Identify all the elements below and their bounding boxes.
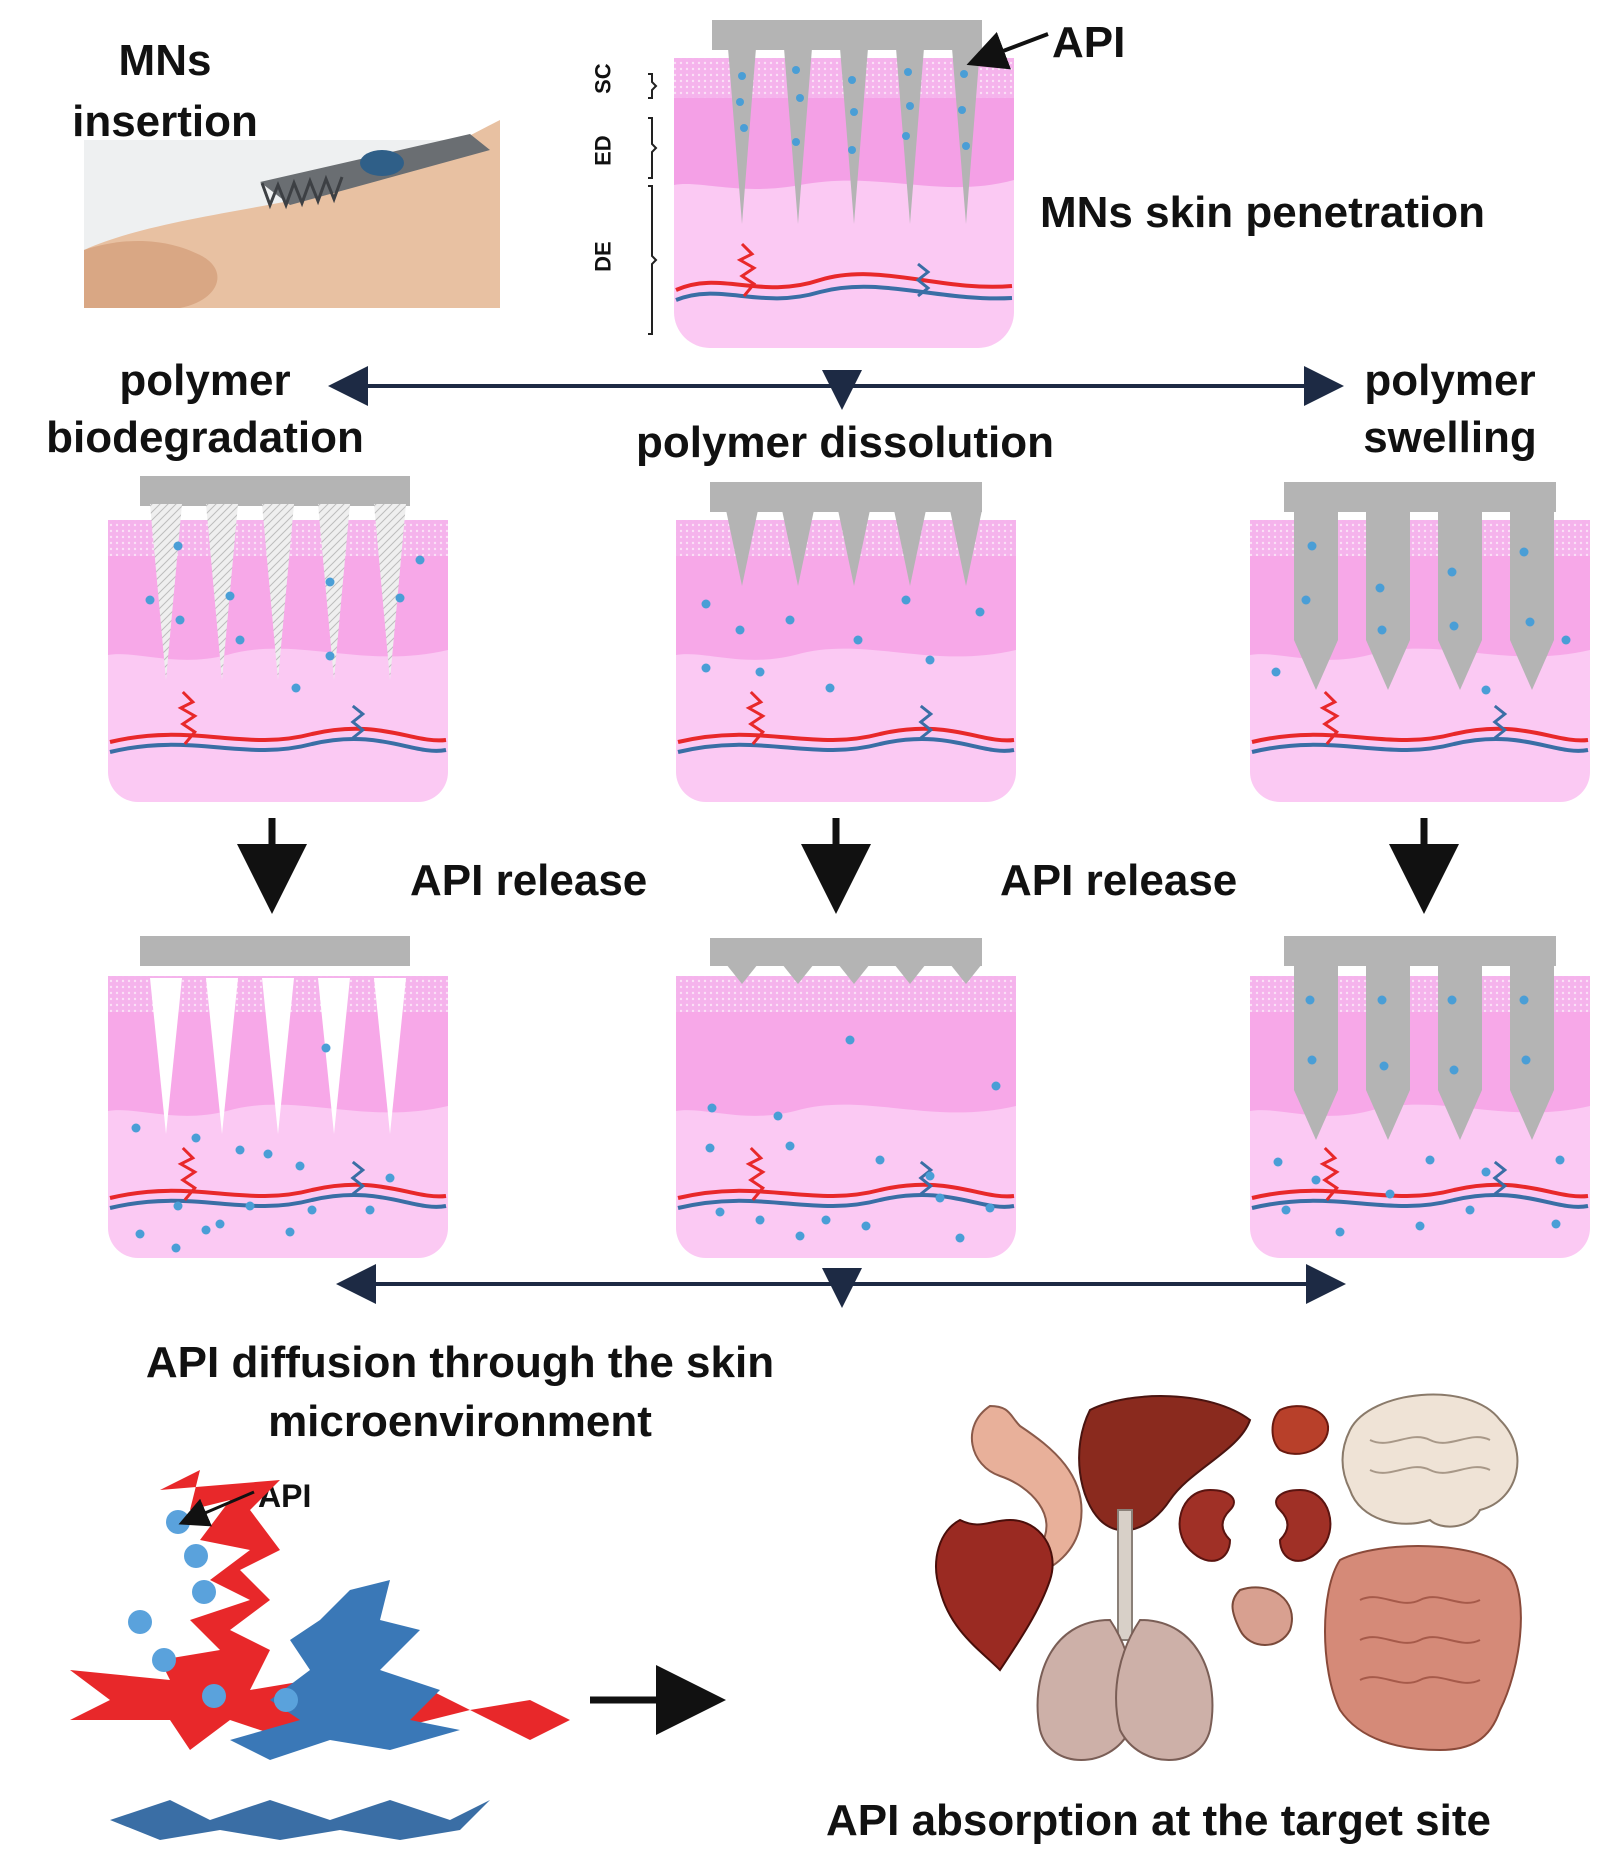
vessel-closeup — [70, 1470, 570, 1840]
dissolution-panel — [676, 482, 1016, 802]
mns-insertion-line2: insertion — [72, 96, 258, 146]
bladder-icon — [1231, 1586, 1293, 1646]
mns-insertion-line1: MNs — [118, 36, 212, 85]
kidney-icon — [1178, 1488, 1332, 1562]
api-release-left-label: API release — [410, 856, 648, 905]
branch-arrow-bottom — [336, 1264, 1346, 1308]
swelling-panel — [1250, 482, 1590, 802]
biodegradation-panel — [108, 476, 448, 802]
release-arrows — [237, 818, 1459, 914]
lungs-icon — [1036, 1509, 1214, 1761]
api-release-right-label: API release — [1000, 856, 1238, 905]
polymer-swelling-line2: swelling — [1363, 412, 1537, 462]
mns-skin-penetration-label: MNs skin penetration — [1040, 188, 1485, 237]
api-top-label: API — [1052, 18, 1126, 67]
biodegradation-release-panel — [108, 936, 448, 1258]
api-diffusion-line1: API diffusion through the skin — [145, 1338, 775, 1387]
branch-arrow-top — [328, 366, 1344, 410]
polymer-biodegradation-line2: biodegradation — [46, 412, 364, 462]
brain-icon — [1341, 1393, 1519, 1528]
hand-patch-photo — [84, 120, 500, 308]
liver-icon — [1078, 1395, 1252, 1532]
heart-icon — [935, 1518, 1054, 1672]
spleen-icon — [1271, 1405, 1330, 1455]
api-diffusion-line2: microenvironment — [268, 1396, 652, 1446]
dissolution-release-panel — [676, 938, 1016, 1258]
polymer-dissolution-label: polymer dissolution — [635, 418, 1055, 467]
polymer-swelling-label: polymer swelling — [1300, 356, 1600, 463]
swelling-release-panel — [1250, 936, 1590, 1258]
polymer-biodegradation-line1: polymer — [119, 356, 291, 405]
organs-cluster — [935, 1393, 1522, 1761]
mns-insertion-label: MNs insertion — [50, 36, 280, 147]
intestine-icon — [1324, 1545, 1522, 1752]
api-diffusion-label: API diffusion through the skin microenvi… — [90, 1338, 830, 1447]
skin-penetration-panel — [648, 20, 1049, 348]
polymer-biodegradation-label: polymer biodegradation — [10, 356, 400, 463]
polymer-swelling-line1: polymer — [1364, 356, 1536, 405]
api-absorption-label: API absorption at the target site — [826, 1796, 1491, 1845]
